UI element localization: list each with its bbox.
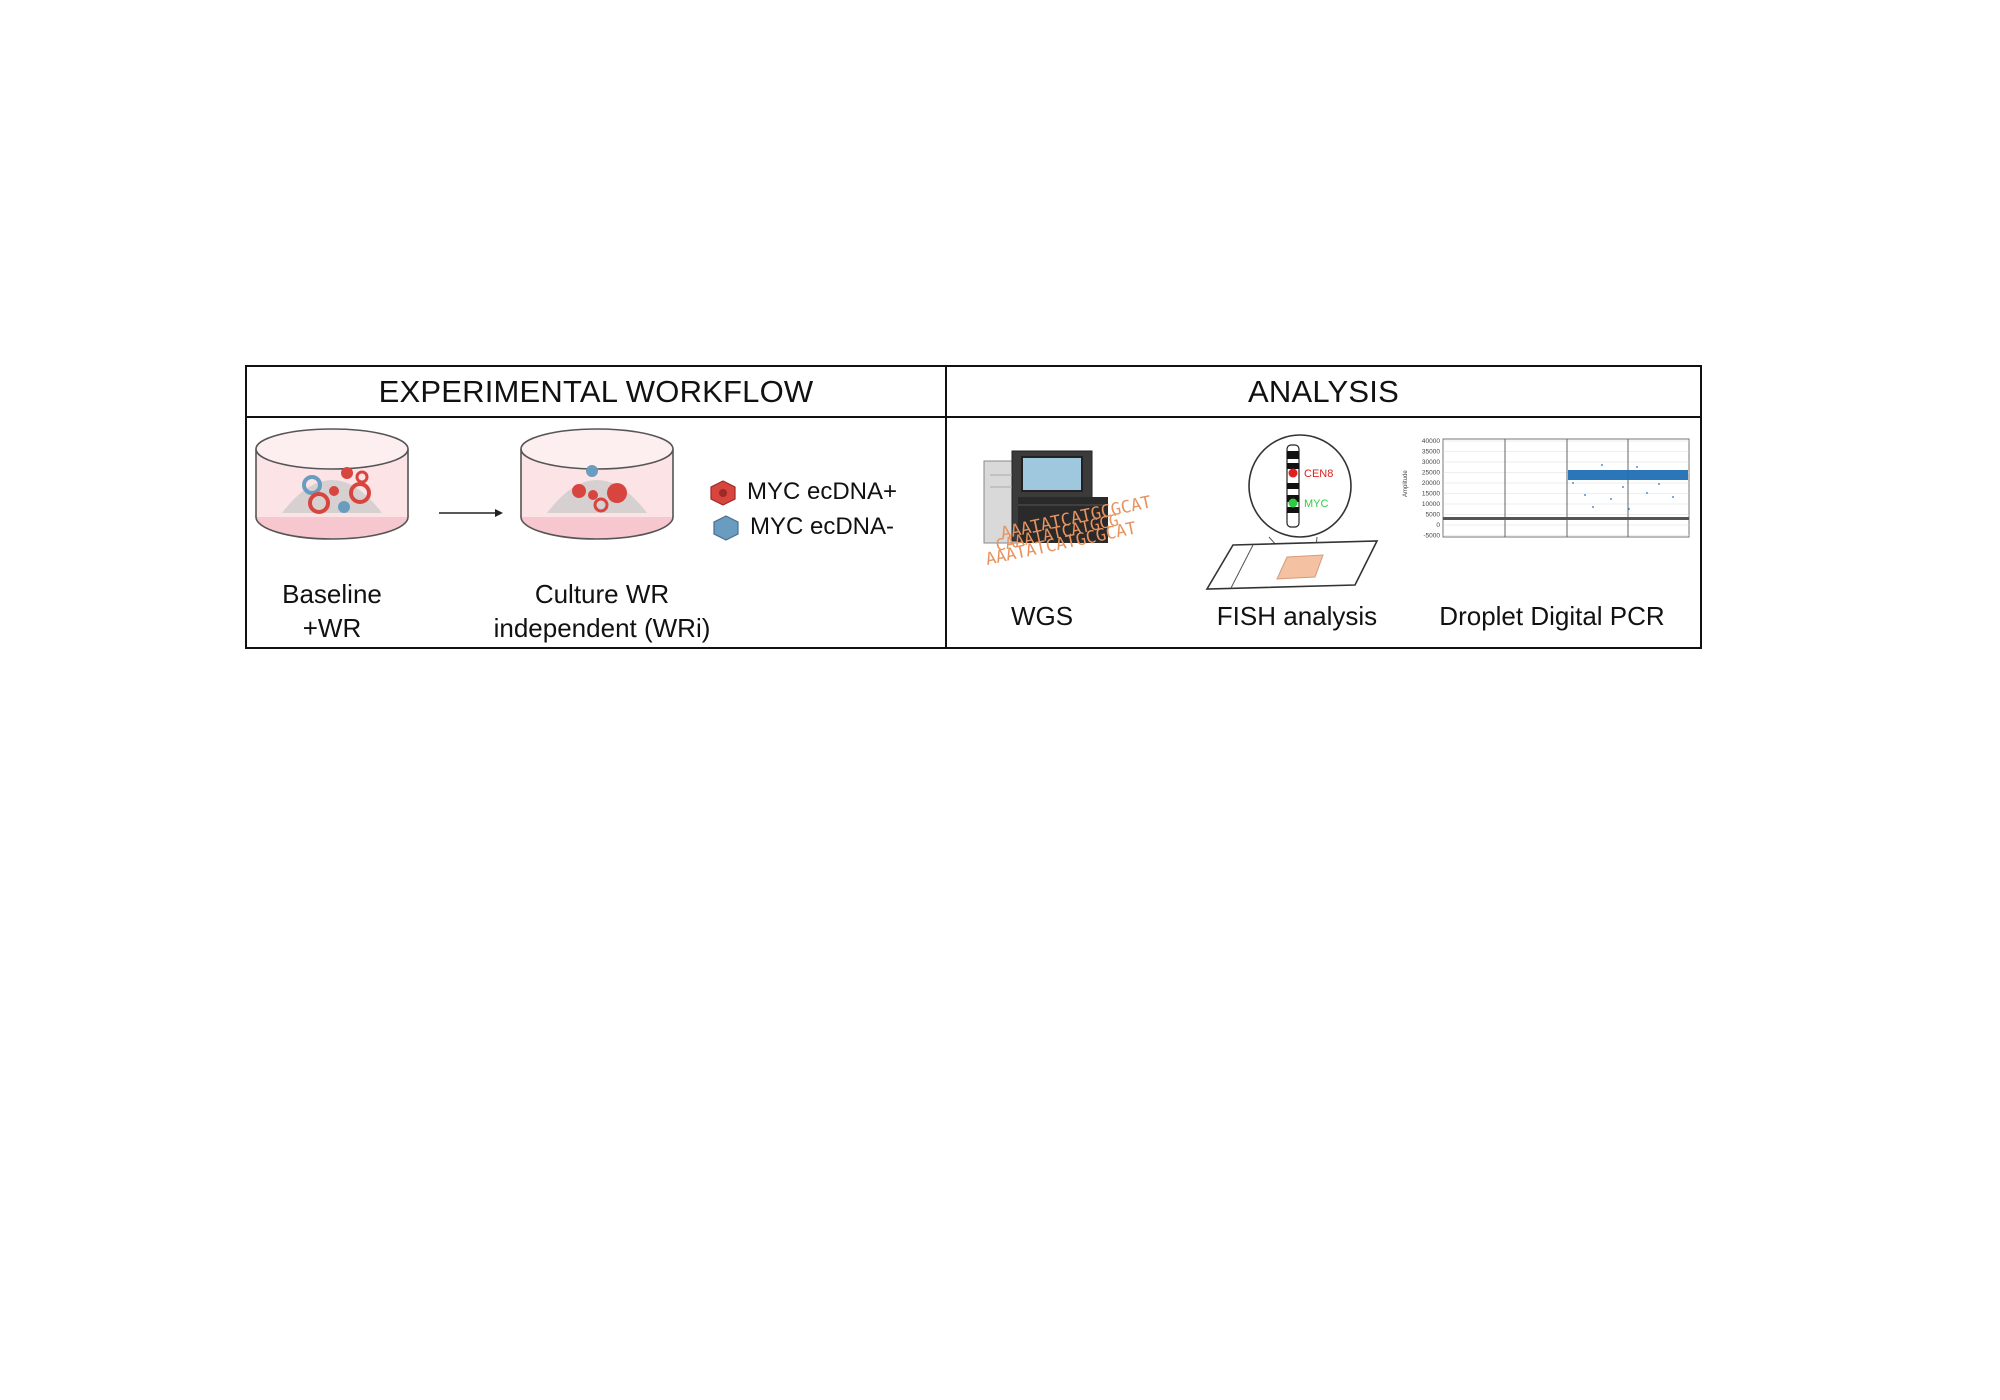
ddpcr-tick-label: 20000 [1422, 480, 1440, 487]
ddpcr-tick-label: 25000 [1422, 470, 1440, 477]
chromosome-icon: CEN8 MYC [1248, 434, 1352, 538]
ddpcr-droplet [1646, 492, 1648, 494]
workflow-header: EXPERIMENTAL WORKFLOW [247, 367, 945, 418]
ddpcr-tick-label: 35000 [1422, 449, 1440, 456]
analysis-panel: ANALYSIS AAATATCATGCGCAT CAAATATCATGCG A… [947, 367, 1700, 647]
ddpcr-tick-label: 5000 [1426, 512, 1441, 519]
ddpcr-droplet [1601, 464, 1603, 466]
petri-dish-icon [255, 428, 409, 540]
step1-label: Baseline +WR [247, 577, 417, 645]
dna-sequence-reads: AAATATCATGCGCAT CAAATATCATGCG AAATATCATG… [984, 492, 1153, 569]
ddpcr-droplet [1572, 482, 1574, 484]
ddpcr-tick-label: 30000 [1422, 459, 1440, 466]
ddpcr-droplet [1592, 506, 1594, 508]
analysis-header: ANALYSIS [947, 367, 1700, 418]
step2-line1: Culture WR [534, 579, 670, 609]
ddpcr-axis-label: Amplitude [1403, 470, 1409, 497]
ddpcr-droplet [1658, 483, 1660, 485]
step1-line2: +WR [302, 613, 362, 643]
legend-positive: MYC ecDNA+ [747, 478, 898, 505]
workflow-figure: EXPERIMENTAL WORKFLOW Baseline +WR [245, 365, 1702, 649]
fish-label: FISH analysis [1216, 601, 1378, 631]
arrow-right-icon [439, 509, 503, 517]
ddpcr-tick-label: 40000 [1422, 438, 1440, 445]
ddpcr-droplet [1628, 508, 1630, 510]
ecdna-positive-cell-icon [710, 480, 736, 506]
step2-line2: independent (WRi) [493, 613, 711, 643]
wgs-label: WGS [1010, 601, 1074, 631]
ddpcr-tick-label: 15000 [1422, 491, 1440, 498]
experimental-workflow-panel: EXPERIMENTAL WORKFLOW Baseline +WR [247, 367, 947, 647]
ddpcr-tick-label: 0 [1436, 522, 1440, 529]
ddpcr-droplet [1672, 496, 1674, 498]
fish-myc-label: MYC [1304, 498, 1329, 510]
step1-line1: Baseline [282, 579, 382, 609]
microscope-slide-icon [1205, 536, 1379, 590]
ddpcr-tick-label: 10000 [1422, 501, 1440, 508]
petri-dish-icon [520, 428, 674, 540]
ddpcr-droplet [1610, 498, 1612, 500]
ecdna-negative-cell-icon [713, 515, 739, 541]
fish-cen8-label: CEN8 [1304, 468, 1333, 480]
sequencer-icon [983, 450, 1108, 544]
ddpcr-plot-icon: Amplitude 40000 35000 30000 25000 20000 15000… [1403, 438, 1690, 540]
step2-label: Culture WR independent (WRi) [472, 577, 732, 645]
ddpcr-droplet [1584, 494, 1586, 496]
ddpcr-tick-label: -5000 [1423, 533, 1440, 540]
ddpcr-label: Droplet Digital PCR [1439, 601, 1665, 631]
ddpcr-droplet [1622, 486, 1624, 488]
ddpcr-droplet [1636, 466, 1638, 468]
legend-negative: MYC ecDNA- [750, 513, 895, 540]
